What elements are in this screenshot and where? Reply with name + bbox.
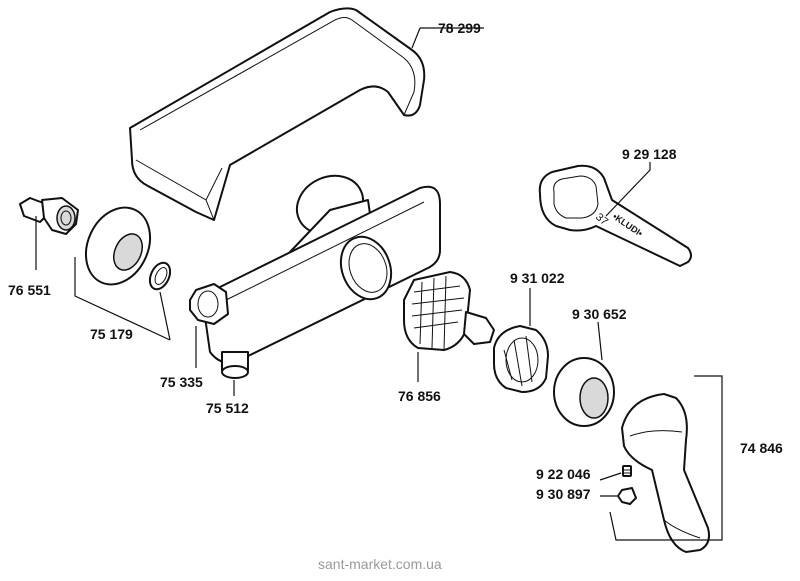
cap-plug-part — [617, 487, 637, 505]
label-rosette: 75 179 — [90, 326, 133, 342]
sleeve-part — [553, 357, 615, 427]
label-cartridge-nut: 9 31 022 — [510, 270, 565, 286]
label-union-connector: 76 551 — [8, 282, 51, 298]
lever-handle-part — [621, 393, 710, 553]
label-outlet-nipple: 75 512 — [206, 400, 249, 416]
label-union-nut: 75 335 — [160, 374, 203, 390]
wrench-part: 37 •KLUDI• — [538, 164, 692, 267]
label-lever-handle: 74 846 — [740, 440, 783, 456]
label-cover: 78 299 — [438, 20, 481, 36]
label-cap-plug: 9 30 897 — [536, 486, 591, 502]
watermark: sant-market.com.ua — [318, 556, 442, 572]
label-cartridge: 76 856 — [398, 388, 441, 404]
grub-screw-part — [622, 465, 632, 477]
label-grub-screw: 9 22 046 — [536, 466, 591, 482]
cover-part — [129, 7, 426, 221]
mixer-body-part — [189, 174, 441, 379]
o-ring-part — [148, 261, 172, 291]
label-wrench: 9 29 128 — [622, 146, 677, 162]
rosette-part — [84, 206, 152, 286]
cartridge-nut-part — [493, 325, 549, 393]
leader-lines — [35, 27, 723, 541]
label-sleeve: 9 30 652 — [572, 306, 627, 322]
union-connector-part — [19, 197, 79, 235]
cartridge-part — [403, 271, 495, 351]
